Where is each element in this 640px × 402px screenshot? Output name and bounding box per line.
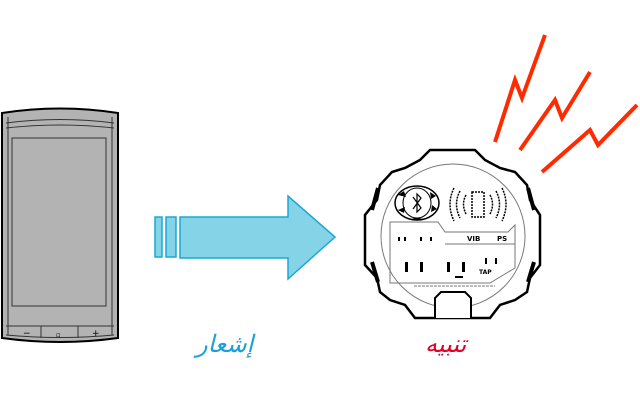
smartphone: − ▫ + <box>1 107 119 343</box>
smartwatch: VIB PS TAP <box>363 148 542 320</box>
lcd-segments <box>398 237 497 278</box>
vib-indicator: VIB <box>467 235 480 243</box>
phone-screen <box>11 137 107 307</box>
phone-button-plus: + <box>92 329 100 339</box>
phone-button-home: ▫ <box>56 331 61 339</box>
ps-indicator: PS <box>497 235 507 243</box>
bluetooth-icon <box>394 185 440 221</box>
tap-indicator: TAP <box>479 269 492 276</box>
notification-label: إشعار <box>196 330 254 358</box>
phone-vibrate-icon <box>449 187 507 222</box>
transfer-arrow <box>154 194 337 281</box>
vibration-lightning-icon <box>493 34 639 174</box>
phone-button-minus: − <box>23 329 31 339</box>
alert-label: تنبيه <box>425 330 467 358</box>
